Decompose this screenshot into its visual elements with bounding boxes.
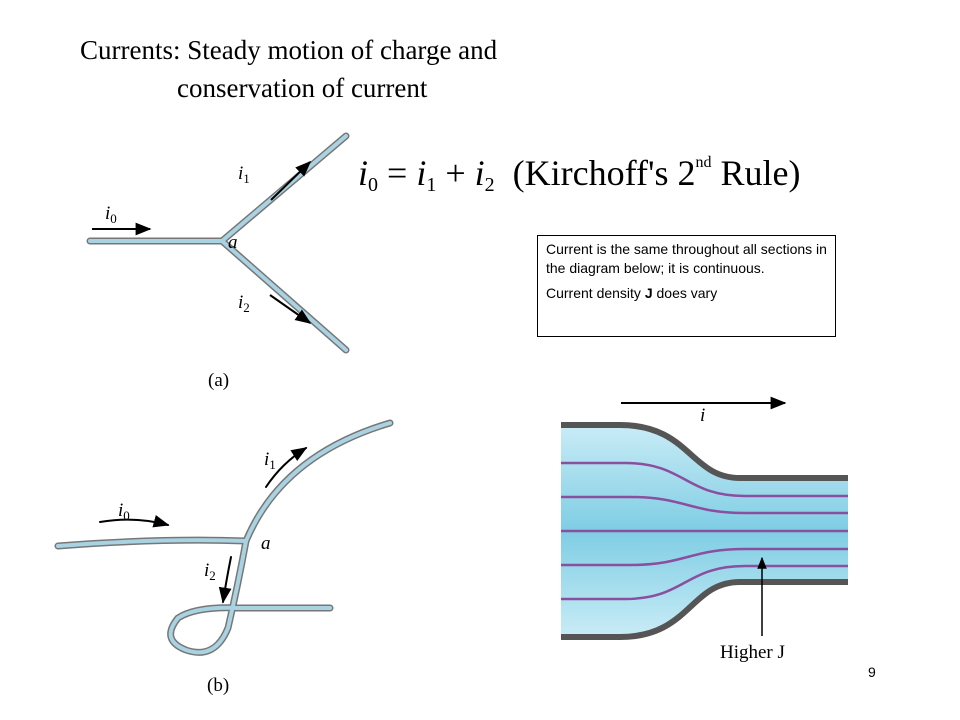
figure-a-i2-letter: i [238, 292, 244, 313]
figure-b-i1-letter: i [264, 449, 270, 470]
figure-a-i1-letter: i [238, 163, 244, 184]
formula-rule-close: Rule) [711, 153, 801, 193]
figure-a-junction [86, 132, 350, 354]
higher-j-label: Higher J [720, 642, 785, 663]
continuity-note-box: Current is the same throughout all secti… [537, 235, 836, 337]
figure-b-i2-letter: i [204, 560, 210, 581]
figure-a-caption: (a) [208, 370, 230, 391]
figure-a-i0-letter: i [105, 203, 111, 224]
figure-a-i1-sub: 1 [243, 171, 250, 186]
formula-i1: i [416, 153, 427, 193]
formula-i1-sub: 1 [426, 174, 437, 196]
note-para2-pre: Current density [546, 285, 645, 301]
figure-a-node-label: a [228, 232, 238, 253]
note-para2-bold: J [644, 285, 653, 301]
figure-a-i2-sub: 2 [243, 300, 250, 315]
figure-b-arrow-i2 [218, 556, 232, 604]
figure-a-label-i2: i2 [238, 292, 250, 316]
flow-wall-top [561, 422, 848, 481]
figure-b-node-label: a [261, 533, 271, 554]
flow-current-label: i [700, 405, 706, 426]
figure-b-i1-sub: 1 [269, 457, 276, 472]
note-paragraph-2: Current density J does vary [546, 284, 829, 303]
figure-a-arrow-i2 [269, 294, 312, 324]
figure-b-i0-sub: 0 [123, 508, 130, 523]
formula-i2-sub: 2 [484, 174, 495, 196]
figure-b-wires [54, 419, 394, 656]
figure-a-i0-sub: 0 [110, 211, 117, 226]
note-para2-post: does vary [652, 285, 718, 301]
formula-i0-sub: 0 [368, 174, 379, 196]
figure-b-arrow-i1 [265, 447, 308, 488]
figure-b-i0-letter: i [118, 500, 124, 521]
formula-plus: + [436, 153, 475, 193]
title-line-2: conservation of current [177, 73, 428, 103]
figure-a-label-i0: i0 [105, 203, 117, 227]
figure-b-label-i0: i0 [118, 500, 130, 524]
title-line-1: Currents: Steady motion of charge and [80, 35, 498, 65]
figure-b-label-i1: i1 [264, 449, 276, 473]
figure-b-label-i2: i2 [204, 560, 216, 584]
figure-b-arrow-i0 [99, 515, 170, 528]
formula-i0: i [358, 153, 369, 193]
flow-diagram [561, 396, 848, 640]
formula-rule-text: (Kirchoff's 2 [494, 153, 696, 193]
flow-streamlines [561, 461, 848, 601]
page-number: 9 [868, 664, 876, 680]
kirchhoff-formula: i0 = i1 + i2 (Kirchoff's 2nd Rule) [358, 152, 800, 197]
figure-b-junction [54, 419, 394, 656]
formula-equals: = [378, 153, 417, 193]
flow-wall-bottom [561, 579, 848, 640]
figure-a-wires [86, 132, 350, 354]
figure-a-arrow-i1 [270, 160, 312, 201]
formula-i2: i [474, 153, 485, 193]
formula-rule-sup: nd [695, 154, 712, 171]
figure-a-label-i1: i1 [238, 163, 250, 187]
figure-b-i2-sub: 2 [209, 568, 216, 583]
figure-b-caption: (b) [207, 675, 230, 696]
note-paragraph-1: Current is the same throughout all secti… [546, 241, 827, 276]
